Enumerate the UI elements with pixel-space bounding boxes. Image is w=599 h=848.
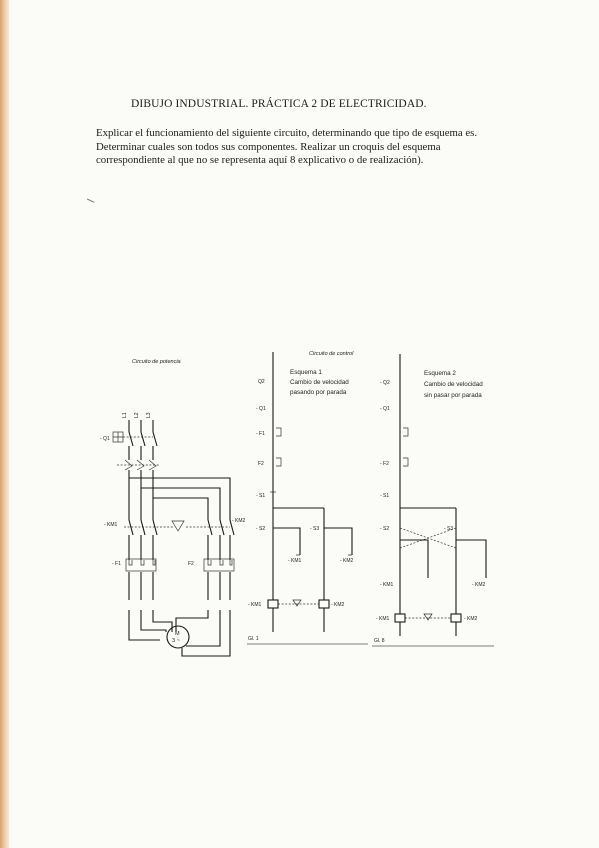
c2-km1-coil [394,613,406,623]
c2-km2-coil [450,613,462,623]
c2-sheet-label: Gl. 8 [374,638,385,644]
instruction-line-3: correspondiente al que no se representa … [96,154,424,166]
f1-relay-elements [128,560,156,566]
power-label-l3: L3 [146,412,152,418]
motor-symbol [166,625,190,649]
c1-label-f1: - F1 [256,431,265,437]
c1-label-km1-coil: - KM1 [248,602,262,608]
scheme-2-line-1: Cambio de velocidad [424,381,483,388]
c1-label-s3: - S3 [310,526,319,532]
c2-label-s2: - S2 [380,526,389,532]
binding-edge [0,0,9,848]
c2-label-f2: - F2 [380,461,389,467]
km2-lines [207,535,231,600]
power-motor-feed-right [175,610,231,657]
c2-label-km2-coil: - KM2 [464,616,478,622]
power-label-l1: L1 [122,412,128,418]
c1-sheet-label: Gl. 1 [248,636,259,642]
c2-f1-contact [403,427,409,437]
control-1-branches [272,507,325,600]
c1-km1-coil [267,599,279,609]
power-label-f2: F2 [188,561,194,567]
c2-label-q2: - Q2 [380,380,390,386]
scheme-2-title: Esquema 2 [424,370,456,377]
c2-label-km1-coil: - KM1 [376,616,390,622]
c1-coil-returns [272,608,325,632]
power-label-km2: - KM2 [232,518,246,524]
power-circuit-header: Circuito de potencia [132,359,181,365]
km2-contacts [207,519,235,536]
power-label-q1: - Q1 [100,436,110,442]
c2-interlock-triangle [423,613,433,621]
c2-coil-wires [399,600,457,636]
control-circuit-header: Circuito de control [309,351,354,357]
c2-label-s1: - S1 [380,493,389,499]
c2-label-km2: - KM2 [472,582,486,588]
scheme-1-line-1: Cambio de velocidad [290,379,349,386]
f2-relay-box [203,558,235,572]
c1-hold-contacts [273,527,353,555]
power-line-l3 [152,420,173,632]
c1-label-f2: F2 [258,461,264,467]
control-circuit-2-diagram: Esquema 2 Cambio de velocidad sin pasar … [372,354,494,647]
power-circuit-diagram: Circuito de potencia L1 L2 L3 - Q1 - KM1… [100,359,246,657]
control-2-branches [399,507,457,600]
c1-label-s2: - S2 [256,526,265,532]
c1-label-q2: Q2 [258,379,265,385]
instruction-line-1: Explicar el funcionamiento del siguiente… [96,127,478,139]
power-line-l2 [140,420,167,632]
power-label-l2: L2 [134,412,140,418]
scheme-2-line-2: sin pasar por parada [424,392,482,399]
interlock-triangle [171,520,185,532]
power-line-l1 [128,420,160,641]
f1-relay-box [125,558,157,572]
c2-hold-contacts [400,539,487,578]
c1-label-q1: - Q1 [256,406,266,412]
f2-relay-elements [207,560,233,566]
page-title: DIBUJO INDUSTRIAL. PRÁCTICA 2 DE ELECTRI… [131,98,427,110]
c1-km2-coil [318,599,330,609]
c2-crossed-buttons [399,527,457,549]
power-label-f1: - F1 [112,561,121,567]
km1-contacts [128,519,158,536]
scheme-1-line-2: pasando por parada [290,389,347,396]
c1-label-km2-coil: - KM2 [331,602,345,608]
power-cross-connections [129,477,231,520]
power-label-km1: - KM1 [104,522,118,528]
c2-label-q1: - Q1 [380,406,390,412]
c1-interlock-triangle [292,599,302,607]
isolator-symbols [124,459,157,471]
scheme-1-title: Esquema 1 [290,369,322,376]
q1-contacts [128,431,158,447]
c2-f2-contact [403,457,409,467]
motor-label-m: M [175,631,180,637]
c1-f2-contact [276,457,282,467]
control-circuit-1-diagram: Circuito de control Esquema 1 Cambio de … [247,351,368,645]
motor-label-spec: 3 ~ [172,638,180,644]
instruction-line-2: Determinar cuales son todos sus componen… [96,140,441,153]
c1-f1-contact [276,427,282,437]
c2-label-s3: - S3 [444,526,453,532]
c1-label-km1: - KM1 [288,558,302,564]
c1-label-km2: - KM2 [340,558,354,564]
c1-label-s1: - S1 [256,493,265,499]
c2-label-km1: - KM1 [380,582,394,588]
instructions: Explicar el funcionamiento del siguiente… [96,127,516,168]
q1-handle-cross [113,432,123,442]
